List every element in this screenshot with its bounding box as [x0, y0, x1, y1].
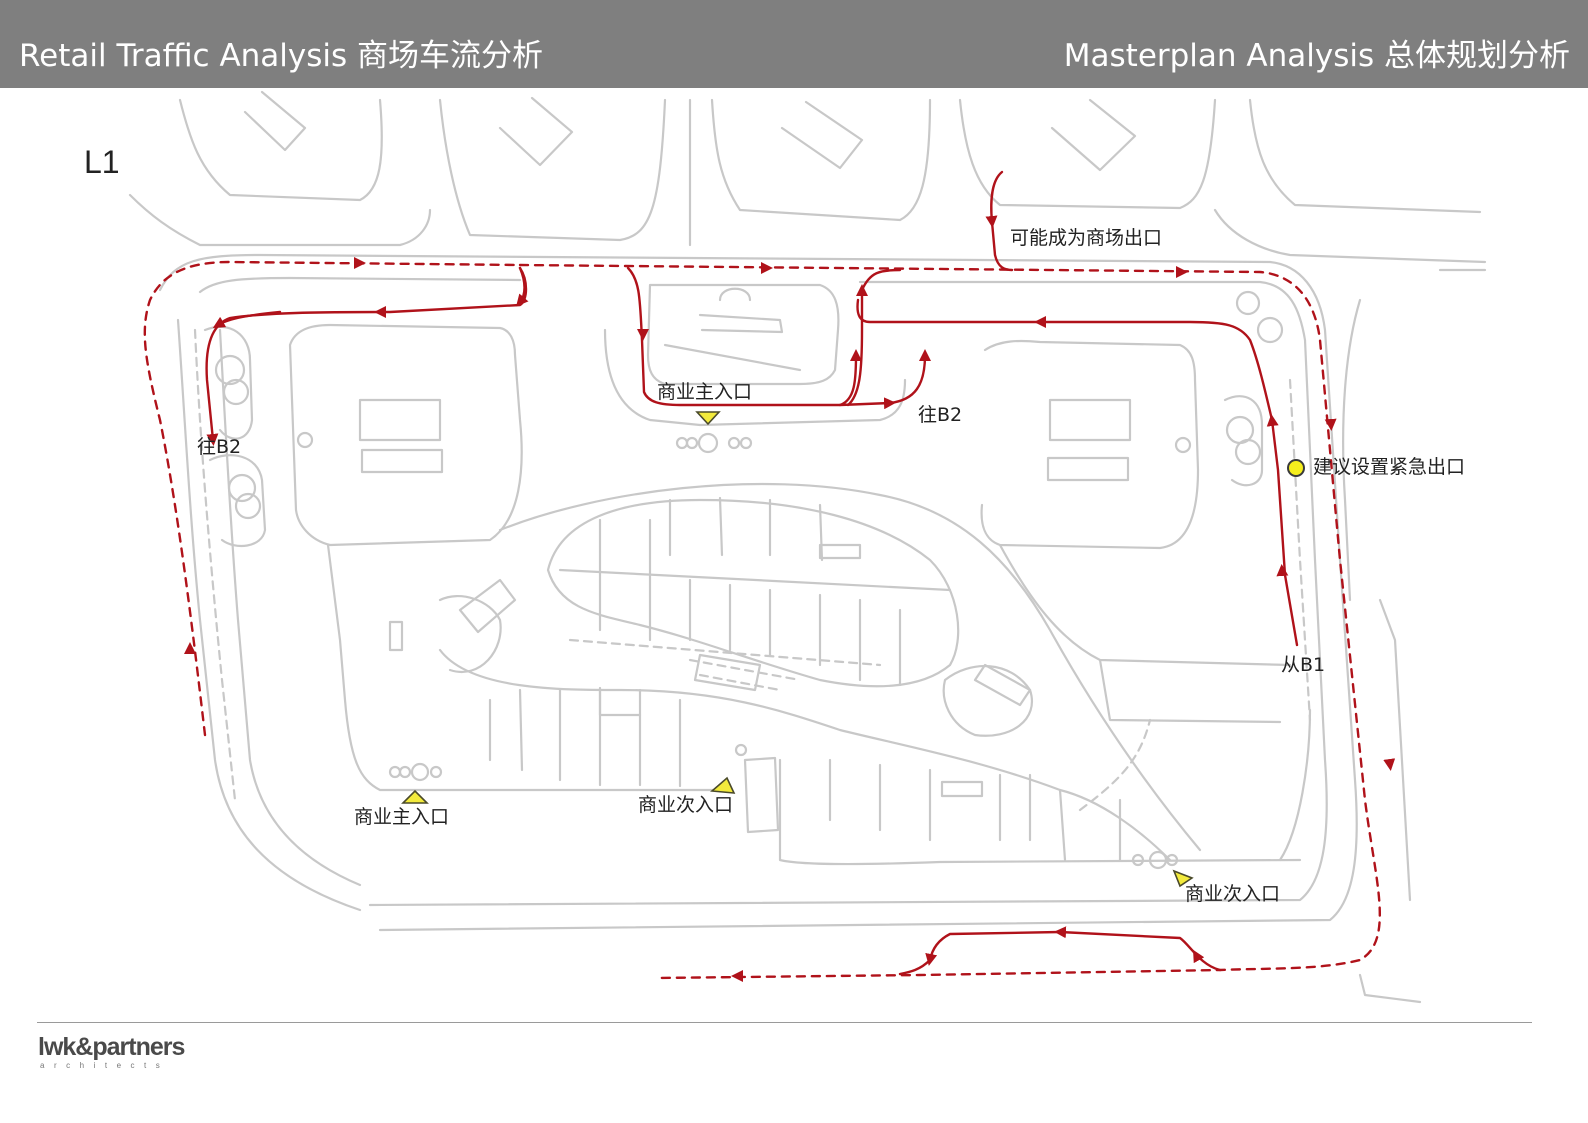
level-label: L1 [84, 144, 120, 180]
label-to-b2-center: 往B2 [918, 404, 963, 426]
header-bar: Retail Traffic Analysis 商场车流分析 Masterpla… [0, 0, 1588, 88]
route-east-top-2 [856, 298, 1042, 324]
label-possible-exit: 可能成为商场出口 [1010, 227, 1163, 249]
entrance-marker-bottom-left [401, 789, 429, 804]
route-exit-top-2 [990, 220, 1014, 272]
route-south-return-2 [925, 930, 1062, 966]
route-center-drop [626, 266, 862, 407]
route-exit-top [985, 170, 1004, 228]
route-arrow [1383, 758, 1396, 771]
label-to-b2-left: 往B2 [197, 436, 242, 458]
route-left-turn [516, 266, 529, 307]
entrance-marker-right [1172, 869, 1194, 888]
route-left-loop [205, 266, 528, 446]
entrance-marker-top [695, 411, 721, 426]
label-from-b1: 从B1 [1281, 654, 1326, 676]
route-center-up [846, 284, 868, 407]
route-to-b2-center [838, 397, 896, 410]
route-south-return [1054, 926, 1222, 972]
site-sketch-lines [128, 90, 1487, 1004]
route-to-b2-center-up [888, 349, 931, 405]
route-south-return-3 [898, 958, 932, 976]
label-main-entrance-top: 商业主入口 [657, 381, 753, 403]
perimeter-route-west [143, 260, 522, 737]
route-east-return [1266, 414, 1299, 647]
label-secondary-entrance-right: 商业次入口 [1185, 883, 1281, 905]
page-title: Retail Traffic Analysis 商场车流分析 [19, 38, 544, 74]
route-center-join [860, 268, 902, 292]
entrance-markers [401, 411, 1194, 888]
perimeter-route-north [518, 263, 1382, 980]
company-logo-subtitle: architects [40, 1061, 170, 1070]
route-east-arrow [1276, 564, 1289, 577]
traffic-routes [143, 170, 1396, 982]
company-logo: lwk&partners [38, 1033, 185, 1061]
emergency-exit-marker [1287, 459, 1305, 477]
label-emergency-exit: 建议设置紧急出口 [1313, 456, 1466, 478]
section-title: Masterplan Analysis 总体规划分析 [1063, 38, 1570, 74]
entrance-marker-center [710, 776, 736, 794]
label-main-entrance-bottom: 商业主入口 [354, 806, 450, 828]
route-left-curl [212, 310, 282, 329]
footer-divider [37, 1022, 1532, 1023]
route-east-top [1034, 316, 1274, 422]
label-secondary-entrance-center: 商业次入口 [638, 794, 734, 816]
